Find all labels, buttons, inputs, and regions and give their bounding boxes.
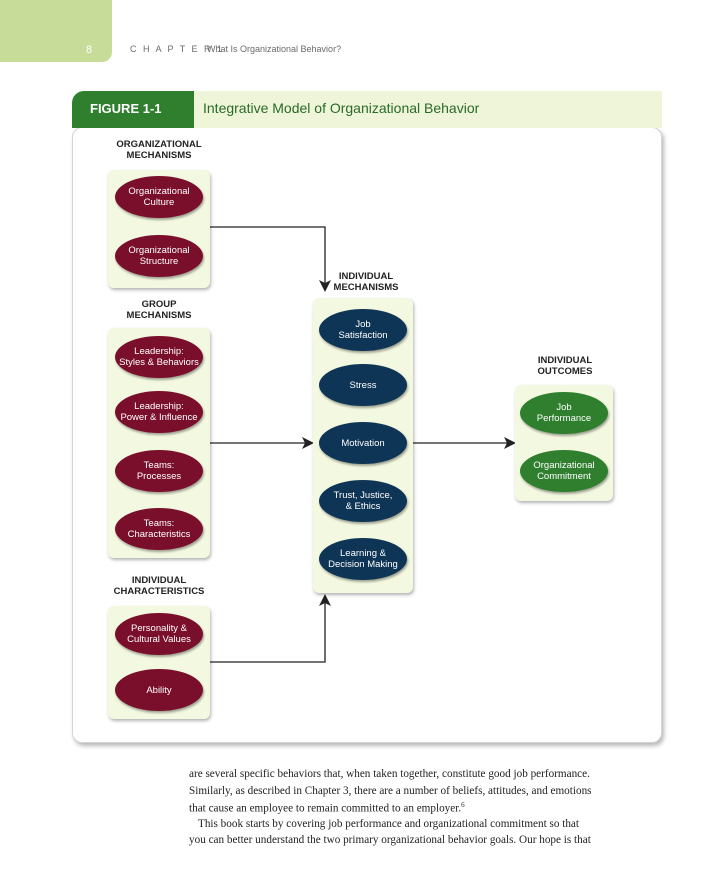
chapter-title: What Is Organizational Behavior?	[207, 44, 342, 54]
section-label-line: MECHANISMS	[333, 282, 399, 293]
oval-text: Motivation	[341, 437, 385, 449]
oval-text: Learning &	[340, 548, 386, 559]
oval-personality: Personality &Cultural Values	[115, 613, 203, 655]
figure-label-box: FIGURE 1-1	[72, 91, 194, 128]
oval-text: Organizational	[533, 460, 595, 471]
page-corner-tab	[0, 0, 112, 62]
individual-outcomes-label: INDIVIDUAL OUTCOMES	[505, 355, 625, 377]
section-label-line: GROUP	[141, 299, 177, 310]
oval-text: Organizational	[128, 186, 190, 197]
chapter-label: C H A P T E R 1	[130, 44, 225, 54]
section-label-line: OUTCOMES	[537, 366, 593, 377]
oval-text: Culture	[143, 197, 175, 208]
oval-text: Job	[556, 402, 572, 413]
oval-text: Ability	[146, 684, 172, 696]
oval-text: Teams:	[143, 460, 175, 471]
oval-text: Processes	[136, 471, 182, 482]
body-text-line: you can better understand the two primar…	[189, 834, 591, 846]
group-mechanisms-panel: Leadership:Styles & Behaviors Leadership…	[108, 328, 210, 558]
section-label-line: INDIVIDUAL	[131, 575, 187, 586]
page-number: 8	[86, 44, 93, 56]
oval-text: Cultural Values	[127, 634, 191, 645]
body-text-line: Similarly, as described in Chapter 3, th…	[189, 785, 592, 797]
oval-motivation: Motivation	[319, 422, 407, 464]
oval-leadership-power: Leadership:Power & Influence	[115, 391, 203, 433]
group-mechanisms-label: GROUP MECHANISMS	[99, 299, 219, 321]
footnote-marker: 6	[461, 801, 465, 809]
oval-text: Job	[355, 319, 371, 330]
individual-characteristics-panel: Personality &Cultural Values Ability	[108, 606, 210, 719]
oval-teams-characteristics: Teams:Characteristics	[115, 508, 203, 550]
oval-text: Power & Influence	[120, 412, 198, 423]
oval-text: Commitment	[537, 471, 591, 482]
arrow-organizational-to-individual	[210, 226, 331, 292]
oval-text: Trust, Justice,	[333, 490, 393, 501]
oval-text: Organizational	[128, 245, 190, 256]
oval-text: Structure	[139, 256, 179, 267]
section-label-line: MECHANISMS	[126, 310, 192, 321]
oval-text: Styles & Behaviors	[119, 357, 199, 368]
oval-ability: Ability	[115, 669, 203, 711]
oval-learning-decision-making: Learning &Decision Making	[319, 538, 407, 580]
oval-text: Performance	[536, 413, 592, 424]
oval-text: Stress	[349, 379, 377, 391]
section-label-line: CHARACTERISTICS	[113, 586, 205, 597]
oval-text: Personality &	[131, 623, 187, 634]
body-text-line: are several specific behaviors that, whe…	[189, 768, 590, 780]
section-label-line: ORGANIZATIONAL	[116, 139, 202, 150]
section-label-line: MECHANISMS	[126, 150, 192, 161]
oval-text: Leadership:	[134, 346, 184, 357]
arrow-characteristics-to-individual	[210, 594, 331, 663]
individual-mechanisms-label: INDIVIDUAL MECHANISMS	[306, 271, 426, 293]
body-text-line: that cause an employee to remain committ…	[189, 801, 465, 815]
oval-text: Satisfaction	[338, 330, 388, 341]
organizational-mechanisms-label: ORGANIZATIONAL MECHANISMS	[99, 139, 219, 161]
body-text-fragment: that cause an employee to remain committ…	[189, 802, 462, 815]
oval-text: Decision Making	[328, 559, 398, 570]
figure-label: FIGURE 1-1	[90, 101, 162, 116]
section-label-line: INDIVIDUAL	[338, 271, 394, 282]
oval-trust-justice-ethics: Trust, Justice,& Ethics	[319, 480, 407, 522]
oval-text: & Ethics	[345, 501, 381, 512]
oval-stress: Stress	[319, 364, 407, 406]
section-label-line: INDIVIDUAL	[537, 355, 593, 366]
body-text-line: This book starts by covering job perform…	[198, 818, 580, 830]
oval-text: Teams:	[143, 518, 175, 529]
figure-title: Integrative Model of Organizational Beha…	[203, 100, 480, 116]
oval-text: Characteristics	[127, 529, 191, 540]
oval-leadership-styles: Leadership:Styles & Behaviors	[115, 336, 203, 378]
oval-text: Leadership:	[134, 401, 184, 412]
individual-characteristics-label: INDIVIDUAL CHARACTERISTICS	[99, 575, 219, 597]
oval-teams-processes: Teams:Processes	[115, 450, 203, 492]
